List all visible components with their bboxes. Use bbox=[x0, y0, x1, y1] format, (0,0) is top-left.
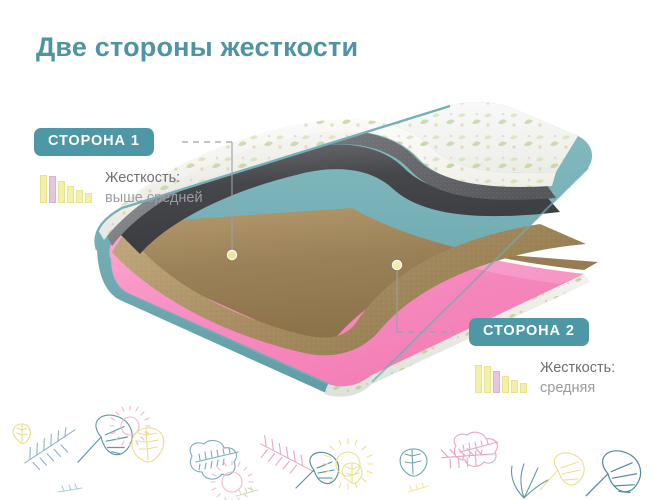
meter-bar bbox=[58, 180, 65, 203]
binding-left-edge bbox=[109, 257, 329, 385]
meter-bar-accent bbox=[49, 175, 56, 203]
cover-fabric-upper-pattern bbox=[108, 102, 578, 224]
stiffness-text-2: Жесткость: средняя bbox=[540, 358, 615, 398]
meter-bar bbox=[502, 375, 509, 393]
meter-bar bbox=[40, 174, 47, 203]
meter-bar bbox=[67, 185, 74, 203]
binding-right-edge bbox=[371, 167, 589, 383]
stiffness-row-2: Жесткость: средняя bbox=[469, 358, 615, 398]
side-badge-1[interactable]: СТОРОНА 1 bbox=[34, 128, 154, 156]
meter-bar-accent bbox=[493, 370, 500, 393]
coir-layer-side bbox=[125, 208, 598, 344]
meter-bar bbox=[76, 189, 83, 203]
meter-bar bbox=[520, 382, 527, 393]
stiffness-label-2: Жесткость: bbox=[540, 359, 616, 376]
bar-meter-icon bbox=[40, 173, 92, 203]
binding-top-edge bbox=[94, 104, 451, 251]
side-panel-pattern bbox=[324, 274, 590, 397]
coir-texture bbox=[112, 224, 586, 356]
cover-fabric-pattern bbox=[98, 119, 556, 240]
callout-side-2: СТОРОНА 2 Жесткость: средняя bbox=[469, 318, 615, 398]
meter-bar bbox=[85, 192, 92, 203]
meter-bar bbox=[475, 364, 482, 393]
bar-meter-icon bbox=[475, 363, 527, 393]
botanical-decor-band bbox=[12, 405, 642, 500]
stiffness-value-1: выше средней bbox=[105, 189, 203, 206]
meter-bar bbox=[484, 365, 491, 393]
side-badge-2[interactable]: СТОРОНА 2 bbox=[469, 318, 589, 346]
felt-texture bbox=[106, 131, 556, 246]
page-title: Две стороны жесткости bbox=[36, 32, 359, 62]
meter-bar bbox=[511, 379, 518, 393]
stiffness-row-1: Жесткость: выше средней bbox=[34, 168, 203, 208]
stiffness-text-1: Жесткость: выше средней bbox=[105, 168, 203, 208]
stiffness-value-2: средняя bbox=[540, 379, 596, 396]
callout-side-1: СТОРОНА 1 Жесткость: выше средней bbox=[34, 128, 203, 208]
foam-wave-highlight bbox=[346, 210, 584, 284]
stiffness-label-1: Жесткость: bbox=[105, 169, 181, 186]
